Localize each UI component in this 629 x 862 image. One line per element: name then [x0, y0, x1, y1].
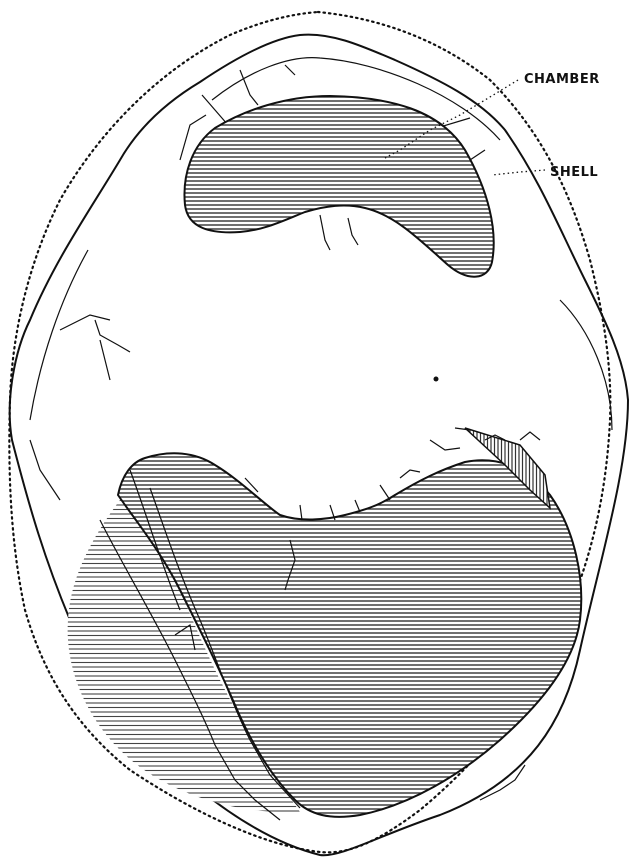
surface-speck — [434, 377, 439, 382]
chamber-crack — [320, 215, 358, 250]
shell-leader-line — [492, 170, 545, 175]
shell-label: SHELL — [550, 165, 598, 180]
upper-chamber — [184, 96, 493, 277]
middle-crack — [60, 315, 130, 380]
chamber-label: CHAMBER — [524, 72, 600, 87]
